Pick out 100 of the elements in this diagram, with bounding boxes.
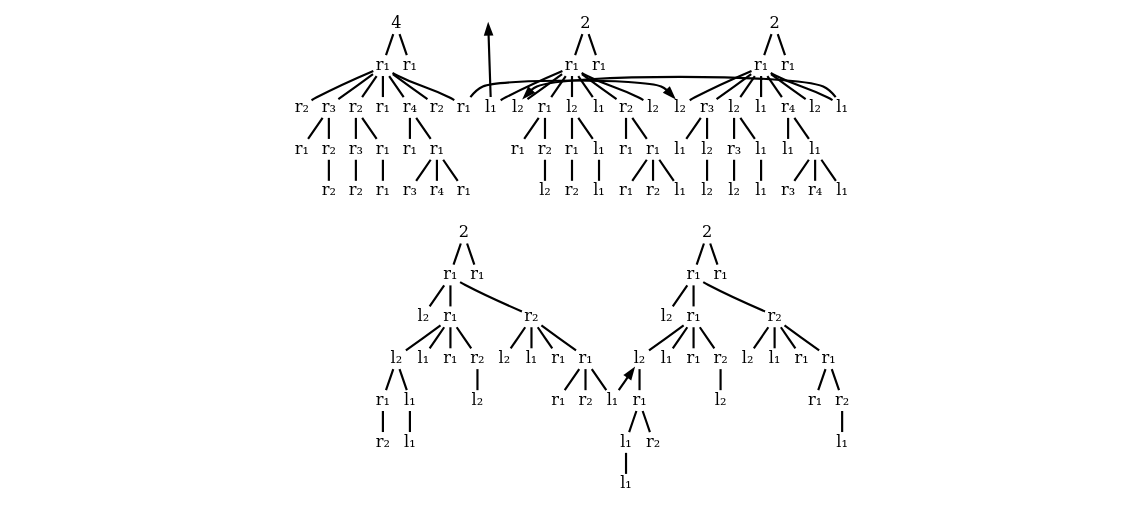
node-text: r₁	[821, 347, 836, 367]
node-text: l₁	[781, 138, 794, 158]
node-text: 2	[768, 12, 780, 32]
connector	[705, 117, 708, 139]
arrow	[521, 75, 837, 100]
connector	[738, 117, 756, 140]
connector	[630, 159, 648, 182]
connector	[576, 75, 594, 98]
connector	[509, 326, 526, 349]
connector	[570, 76, 573, 98]
connector	[641, 410, 651, 433]
connector	[387, 75, 405, 98]
node-text: r₃	[780, 180, 795, 200]
arrow	[469, 79, 676, 100]
node-text: l₂	[498, 347, 510, 367]
node-text: r₁	[550, 347, 566, 367]
connector	[695, 243, 705, 265]
connector	[570, 117, 573, 139]
node-text: l₁	[592, 180, 605, 200]
connector	[306, 117, 323, 140]
node-text: r₄	[402, 96, 417, 116]
connector	[398, 33, 408, 56]
node-text: l₁	[673, 138, 686, 158]
node-text: l₁	[525, 347, 537, 367]
node-text: l₂	[538, 180, 551, 200]
node-text: r₁	[442, 264, 458, 284]
node-text: r₄	[807, 180, 822, 200]
node-text: r₂	[766, 306, 782, 325]
node-text: r₁	[591, 54, 606, 74]
connector	[529, 327, 533, 349]
connector	[354, 117, 357, 139]
node-text: l₂	[417, 306, 429, 325]
arrow	[617, 366, 635, 391]
node-text: r₁	[631, 389, 647, 409]
node-text: l₁	[403, 431, 416, 451]
connector	[441, 159, 459, 182]
connector	[786, 117, 789, 139]
connector	[762, 33, 772, 56]
node-text: r₂	[712, 347, 728, 367]
connector	[404, 324, 441, 352]
node-text: r₁	[685, 264, 701, 284]
node-text: r₁	[685, 306, 701, 325]
connector	[398, 368, 408, 391]
connector	[759, 76, 762, 98]
node-text: r₂	[321, 138, 336, 158]
connector	[719, 369, 722, 391]
arrow	[483, 21, 493, 98]
connector	[499, 69, 563, 102]
node-text: r₄	[429, 180, 444, 200]
node-text: l₂	[565, 96, 578, 116]
node-text: l₁	[754, 138, 767, 158]
connector	[381, 411, 384, 433]
node-text: r₁	[442, 347, 458, 367]
node-text: r₁	[685, 347, 701, 367]
connector	[573, 33, 583, 56]
connector	[793, 117, 810, 140]
connector	[580, 73, 617, 101]
node-text: r₂	[523, 306, 539, 325]
connector	[715, 73, 752, 101]
connector	[354, 159, 357, 181]
connector	[627, 410, 637, 433]
connector	[583, 369, 587, 391]
connector	[647, 324, 684, 352]
connector	[597, 159, 600, 181]
connector	[384, 368, 394, 391]
connector	[688, 69, 752, 102]
connector	[590, 368, 607, 391]
connector	[783, 324, 820, 352]
connector	[637, 369, 641, 391]
node-text: l₁	[592, 138, 605, 158]
connector	[792, 159, 810, 182]
connector	[691, 285, 695, 307]
connector	[381, 159, 384, 181]
node-text: r₃	[726, 138, 741, 158]
connector	[448, 285, 451, 307]
node-text: r₁	[780, 54, 795, 74]
node-text: l₁	[835, 180, 848, 200]
node-text: r₃	[321, 96, 336, 116]
node-text: l₁	[754, 96, 767, 116]
node-text: 4	[390, 12, 402, 32]
connector	[732, 159, 735, 181]
node-text: r₂	[564, 180, 579, 200]
connector	[708, 243, 718, 265]
connector	[391, 71, 455, 102]
node-text: r₂	[348, 96, 363, 116]
connector	[408, 411, 411, 433]
node-text: l₁	[619, 431, 632, 451]
node-text: r₂	[645, 431, 660, 451]
node-text: l₁	[592, 96, 605, 116]
node-text: r₁	[456, 96, 471, 116]
connector	[773, 327, 776, 349]
node-text: l₁	[403, 389, 416, 409]
node-text: r₂	[645, 180, 660, 200]
connector	[428, 284, 445, 308]
connector	[310, 69, 374, 102]
node-text: r₁	[375, 96, 390, 116]
connector	[738, 75, 756, 98]
node-text: r₃	[402, 180, 417, 200]
node-text: r₄	[780, 96, 795, 116]
connector	[459, 281, 522, 313]
